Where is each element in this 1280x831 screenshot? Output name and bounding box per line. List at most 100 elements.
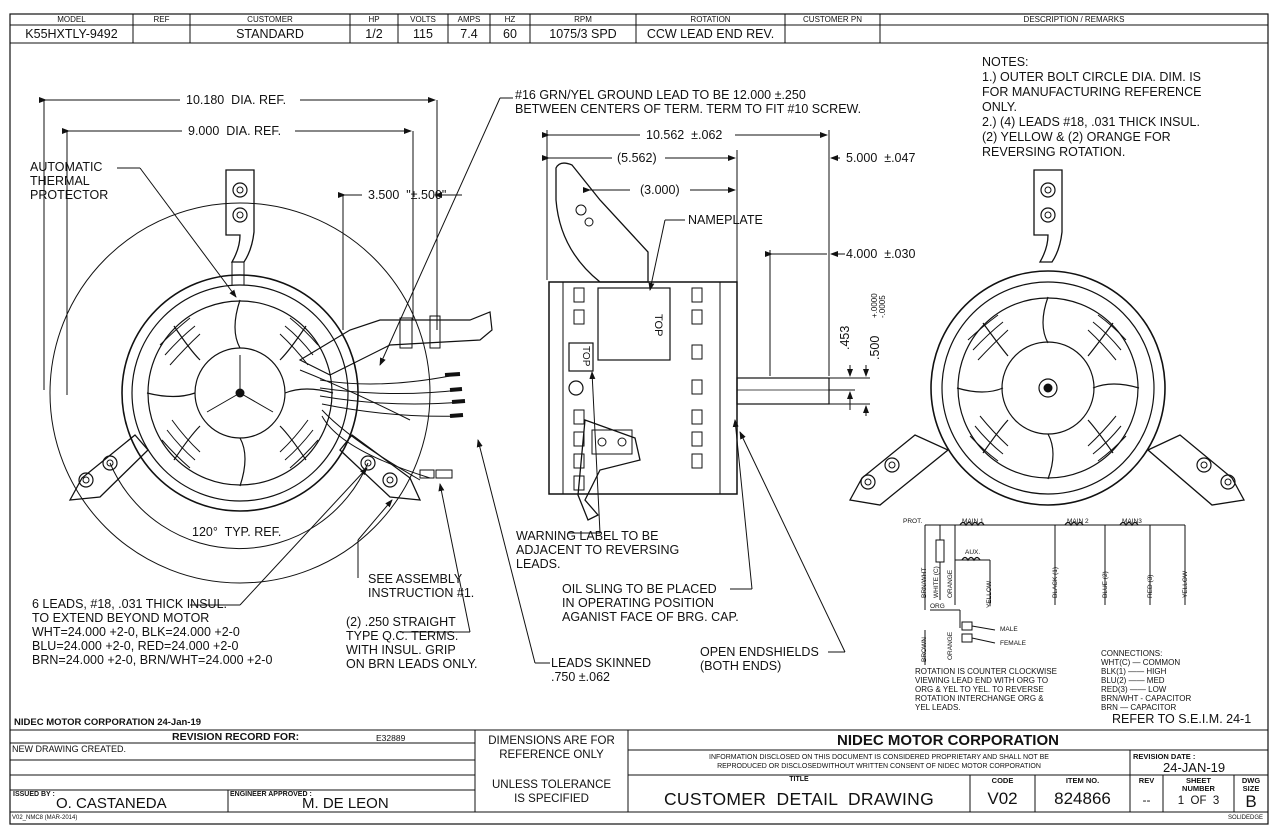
- rotation-note: ORG & YEL TO YEL. TO REVERSE: [915, 685, 1044, 694]
- wiring-main1: MAIN 1: [962, 518, 984, 525]
- notes-line: REVERSING ROTATION.: [982, 145, 1126, 159]
- header-customer-label: CUSTOMER: [247, 15, 293, 24]
- dims-reference-note: REFERENCE ONLY: [499, 749, 604, 761]
- header-customer-value: STANDARD: [236, 27, 304, 41]
- revision-date: 24-JAN-19: [1163, 760, 1226, 775]
- wiring-org: ORG: [930, 603, 945, 610]
- connections-legend: BLK(1) —— HIGH: [1101, 667, 1167, 676]
- rev-value: --: [1142, 793, 1151, 807]
- header-amps-value: 7.4: [460, 27, 478, 41]
- dim-bracket-offset: 3.500 "±.500": [368, 188, 447, 202]
- notes-line: FOR MANUFACTURING REFERENCE: [982, 85, 1202, 99]
- header-description-label: DESCRIPTION / REMARKS: [1023, 15, 1125, 24]
- disclaimer: INFORMATION DISCLOSED ON THIS DOCUMENT I…: [709, 754, 1049, 761]
- header-hz-value: 60: [503, 27, 517, 41]
- leads-spec: 6 LEADS, #18, .031 THICK INSUL.: [32, 597, 228, 611]
- wire-blue: BLUE (2): [1102, 571, 1109, 598]
- issued-by: O. CASTANEDA: [56, 795, 167, 812]
- top-label: TOP: [652, 314, 664, 337]
- header-customer-pn-label: CUSTOMER PN: [803, 15, 862, 24]
- dwg-size-label: DWG: [1241, 776, 1261, 785]
- connections-legend: BRN — CAPACITOR: [1101, 703, 1177, 712]
- ecn-number: E32889: [376, 733, 406, 743]
- nameplate: [597, 287, 671, 361]
- open-endshields-note: OPEN ENDSHIELDS: [700, 645, 819, 659]
- connections-legend: WHT(C) — COMMON: [1101, 658, 1181, 667]
- disclaimer: REPRODUCED OR DISCLOSEDWITHOUT WRITTEN C…: [717, 763, 1041, 770]
- wire-yellow: YELLOW: [986, 580, 993, 608]
- warning-label-note: ADJACENT TO REVERSING: [516, 543, 680, 557]
- front-endshield: [121, 274, 359, 512]
- dim-shaft-4000: 4.000 ±.030: [846, 247, 916, 261]
- notes-line: 1.) OUTER BOLT CIRCLE DIA. DIM. IS: [982, 70, 1202, 84]
- wire-brn-wht: BRN/WHT: [921, 567, 928, 598]
- terms-spec: ON BRN LEADS ONLY.: [346, 657, 478, 671]
- wiring-main3: MAIN3: [1122, 518, 1142, 525]
- tolerance-note: IS SPECIFIED: [514, 793, 589, 805]
- header-model-label: MODEL: [57, 15, 86, 24]
- sheet-label: NUMBER: [1182, 784, 1215, 793]
- title-block-grid: [10, 729, 1268, 813]
- header-table: [10, 14, 1268, 44]
- leads-spec: TO EXTEND BEYOND MOTOR: [32, 611, 210, 625]
- notes-line: 2.) (4) LEADS #18, .031 THICK INSUL.: [982, 115, 1200, 129]
- title-label: TITLE: [789, 776, 809, 783]
- oil-sling-note: OIL SLING TO BE PLACED: [562, 582, 717, 596]
- revision-description: NEW DRAWING CREATED.: [12, 744, 126, 754]
- code-label: CODE: [991, 776, 1014, 785]
- dwg-size-label: SIZE: [1242, 784, 1260, 793]
- drawing-title: CUSTOMER DETAIL DRAWING: [663, 789, 935, 809]
- terms-spec: TYPE Q.C. TERMS.: [346, 629, 459, 643]
- header-amps-label: AMPS: [457, 15, 481, 24]
- header-hz-label: HZ: [504, 15, 516, 24]
- lead-housing: [298, 311, 493, 376]
- header-model-value: K55HXTLY-9492: [25, 27, 118, 41]
- dim-flat: .453: [838, 325, 852, 350]
- dim-tol-minus: -.0005: [878, 295, 887, 318]
- wire-red: RED (3): [1147, 574, 1154, 598]
- angle-label: 120° TYP. REF.: [192, 525, 282, 539]
- header-rotation-value: CCW LEAD END REV.: [646, 27, 775, 41]
- wire-black: BLACK (1): [1052, 566, 1059, 598]
- top-label-small: TOP: [580, 346, 591, 367]
- header-volts-value: 115: [413, 27, 433, 41]
- rotation-note: YEL LEADS.: [915, 703, 961, 712]
- rotation-note: ROTATION IS COUNTER CLOCKWISE: [915, 667, 1057, 676]
- ground-lead-note: #16 GRN/YEL GROUND LEAD TO BE 12.000 ±.2…: [515, 88, 806, 102]
- revision-record-label: REVISION RECORD FOR:: [172, 731, 300, 743]
- cad-system: SOLIDEDGE: [1228, 815, 1264, 821]
- dim-5562: (5.562): [617, 151, 657, 165]
- thermal-protector-label: AUTOMATIC: [30, 160, 103, 174]
- end-view: [848, 169, 1246, 506]
- terms-spec: (2) .250 STRAIGHT: [346, 615, 456, 629]
- see-assembly-label: SEE ASSEMBLY: [368, 572, 463, 586]
- warning-label-note: WARNING LABEL TO BE: [516, 529, 659, 543]
- engineer-approved: M. DE LEON: [302, 795, 389, 812]
- refer-seim: REFER TO S.E.I.M. 24-1: [1112, 712, 1252, 726]
- oil-sling-note: AGANIST FACE OF BRG. CAP.: [562, 610, 739, 624]
- rotation-note: VIEWING LEAD END WITH ORG TO: [915, 676, 1049, 685]
- header-rpm-label: RPM: [574, 15, 592, 24]
- header-hp-value: 1/2: [365, 27, 383, 41]
- item-label: ITEM NO.: [1065, 776, 1100, 785]
- header-ref-label: REF: [153, 15, 170, 24]
- dim-shaft-length: 5.000 ±.047: [846, 151, 916, 165]
- connections-legend: BLU(2) —— MED: [1101, 676, 1165, 685]
- oil-sling-note: IN OPERATING POSITION: [562, 596, 714, 610]
- engineer-label: ENGINEER APPROVED :: [230, 791, 312, 798]
- code-value: V02: [987, 789, 1018, 808]
- front-view: [49, 169, 493, 584]
- rotation-note: ROTATION INTERCHANGE ORG &: [915, 694, 1044, 703]
- revision-date-label: REVISION DATE :: [1133, 752, 1196, 761]
- nameplate-label: NAMEPLATE: [688, 213, 763, 227]
- leads-skinned-note: LEADS SKINNED: [551, 656, 652, 670]
- connections-legend: RED(3) —— LOW: [1101, 685, 1167, 694]
- shaft: [736, 377, 830, 405]
- tolerance-note: UNLESS TOLERANCE: [491, 779, 612, 791]
- wiring-male: MALE: [1000, 626, 1018, 633]
- header-rotation-label: ROTATION: [690, 15, 731, 24]
- wiring-diagram: [924, 521, 1186, 665]
- item-number: 824866: [1054, 789, 1111, 808]
- see-assembly-label: INSTRUCTION #1.: [368, 586, 475, 600]
